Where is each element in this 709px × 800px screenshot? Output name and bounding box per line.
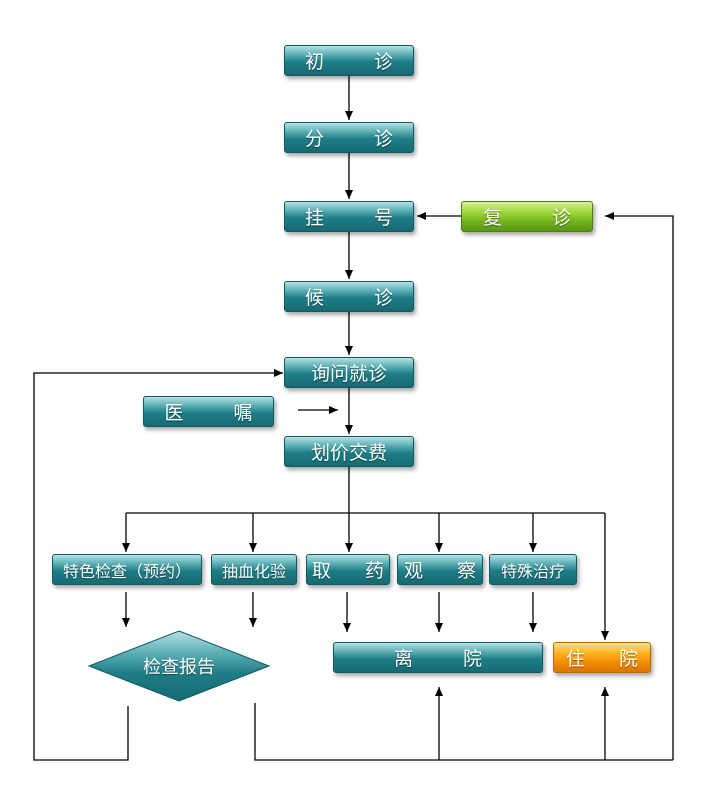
node-zhuyuan: 住 院 [553,642,651,673]
node-fenzhen: 分 诊 [284,122,414,153]
node-quyao: 取 药 [306,554,390,585]
node-chouxue: 抽血化验 [211,554,297,585]
node-yizhu: 医 嘱 [143,396,274,427]
line-bottom-loop [254,703,673,761]
arrow-baogao-xunwen [33,369,283,761]
node-xunwen: 询问就诊 [284,357,414,388]
node-guahao: 挂 号 [284,201,414,232]
baogao-label: 检查报告 [143,657,215,678]
node-tese: 特色检查（预约） [52,554,202,585]
node-fuzhen: 复 诊 [461,201,593,232]
node-liyuan: 离 院 [333,642,543,673]
node-chuzhen: 初 诊 [284,45,414,76]
node-houzhen: 候 诊 [284,281,414,312]
node-guancha: 观 察 [397,554,483,585]
diamond-shape [87,630,271,702]
node-huajia: 划价交费 [284,436,414,467]
node-teshu: 特殊治疗 [489,554,577,585]
arrow-loop-fuzhen [605,212,674,760]
node-baogao: 检查报告 [87,629,271,703]
